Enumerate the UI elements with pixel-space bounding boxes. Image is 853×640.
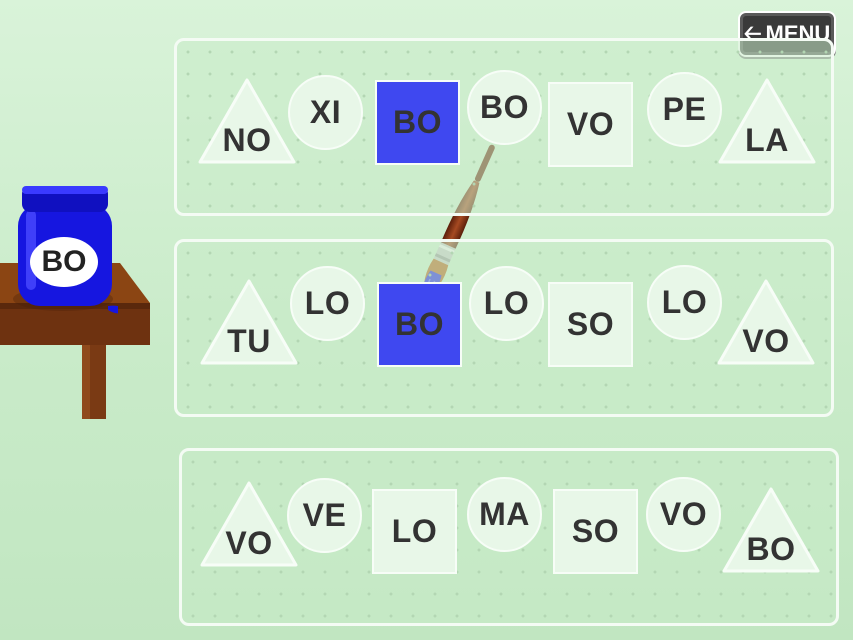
cell-syllable: LO [391,513,438,549]
triangle-cell[interactable]: TU [200,279,298,365]
cell-syllable: LO [304,285,351,321]
triangle-cell[interactable]: LA [718,78,816,164]
jar-label: BO [41,245,87,278]
square-cell[interactable]: VO [548,82,633,167]
circle-cell[interactable]: PE [647,72,722,147]
cell-syllable: LO [483,285,530,321]
cell-syllable: MA [479,496,530,532]
paint-jar[interactable]: BO [8,182,118,317]
cell-syllable: BO [746,530,796,567]
cell-syllable: BO [393,104,442,140]
circle-cell[interactable]: MA [467,477,542,552]
cell-syllable: LA [745,121,789,158]
circle-cell[interactable]: XI [288,75,363,150]
cell-syllable: VO [742,322,790,359]
triangle-cell[interactable]: VO [717,279,815,365]
circle-cell[interactable]: LO [469,266,544,341]
cell-syllable: BO [480,89,529,125]
square-cell-painted[interactable]: BO [375,80,460,165]
circle-cell[interactable]: VE [287,478,362,553]
cell-syllable: VO [566,106,615,142]
circle-cell[interactable]: LO [647,265,722,340]
square-cell[interactable]: SO [553,489,638,574]
square-cell[interactable]: SO [548,282,633,367]
triangle-cell[interactable]: VO [200,481,298,567]
cell-syllable: TU [227,322,271,359]
cell-syllable: SO [571,513,620,549]
cell-syllable: BO [395,306,444,342]
triangle-cell[interactable]: NO [198,78,296,164]
cell-syllable: NO [222,121,272,158]
cell-syllable: VO [659,496,708,532]
cell-syllable: VE [302,497,347,533]
cell-syllable: SO [566,306,615,342]
square-cell[interactable]: LO [372,489,457,574]
cell-syllable: VO [225,524,273,561]
circle-cell[interactable]: LO [290,266,365,341]
jar-label-badge: BO [30,237,98,287]
cell-syllable: PE [662,91,707,127]
cell-syllable: LO [661,284,708,320]
cell-syllable: XI [309,94,342,130]
word-row-2 [174,239,834,417]
circle-cell[interactable]: BO [467,70,542,145]
circle-cell[interactable]: VO [646,477,721,552]
square-cell-painted[interactable]: BO [377,282,462,367]
triangle-cell[interactable]: BO [722,487,820,573]
